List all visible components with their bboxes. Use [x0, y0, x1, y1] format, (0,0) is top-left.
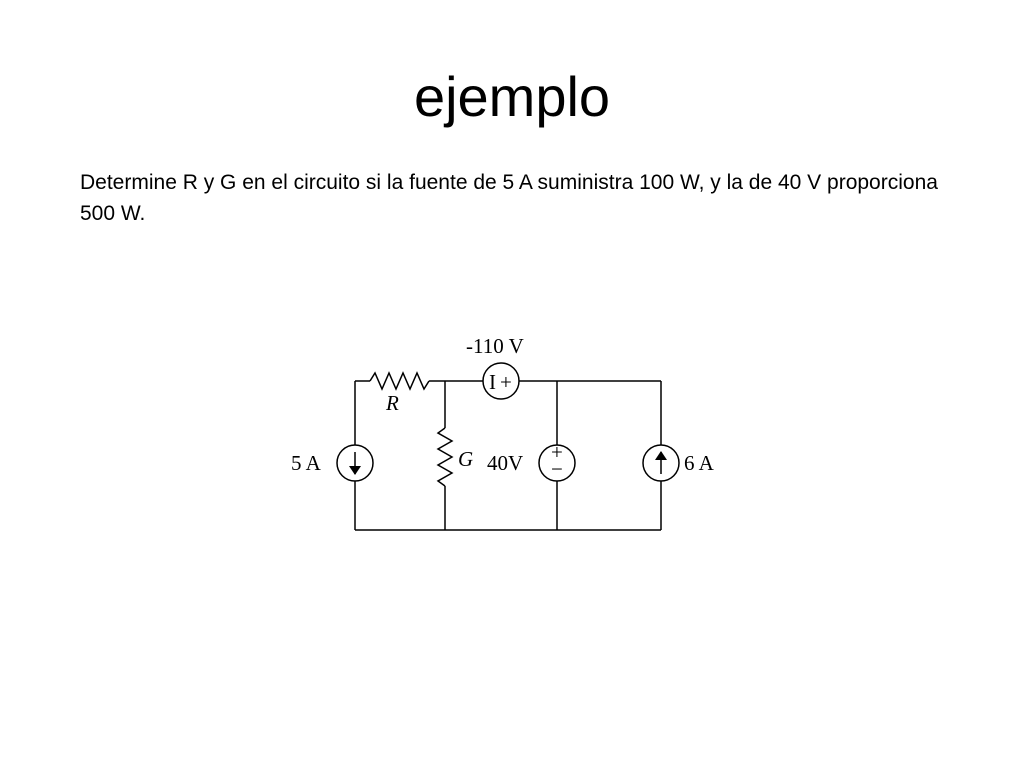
middle-source-label: 40V — [487, 451, 523, 475]
down-arrowhead-icon — [349, 466, 361, 475]
conductance-label: G — [458, 447, 473, 471]
left-current-source — [336, 444, 374, 482]
up-arrowhead-icon — [655, 451, 667, 460]
right-source-label: 6 A — [684, 451, 715, 475]
conductance-g — [436, 427, 454, 487]
middle-source-plus-sign: + — [551, 440, 563, 464]
top-source-plus-sign: + — [500, 370, 512, 394]
middle-source-minus-sign: − — [551, 457, 563, 481]
resistor-r — [369, 371, 430, 391]
problem-statement: Determine R y G en el circuito si la fue… — [80, 171, 938, 225]
right-current-source — [642, 444, 680, 482]
top-voltage-source: I + — [482, 362, 520, 400]
middle-voltage-source: + − — [538, 440, 576, 482]
top-source-label: -110 V — [466, 334, 524, 358]
circuit-wires — [354, 371, 662, 531]
top-source-minus-sign: I — [489, 370, 496, 394]
slide-title: ejemplo — [413, 65, 611, 128]
left-source-label: 5 A — [291, 451, 322, 475]
resistor-label: R — [385, 391, 399, 415]
